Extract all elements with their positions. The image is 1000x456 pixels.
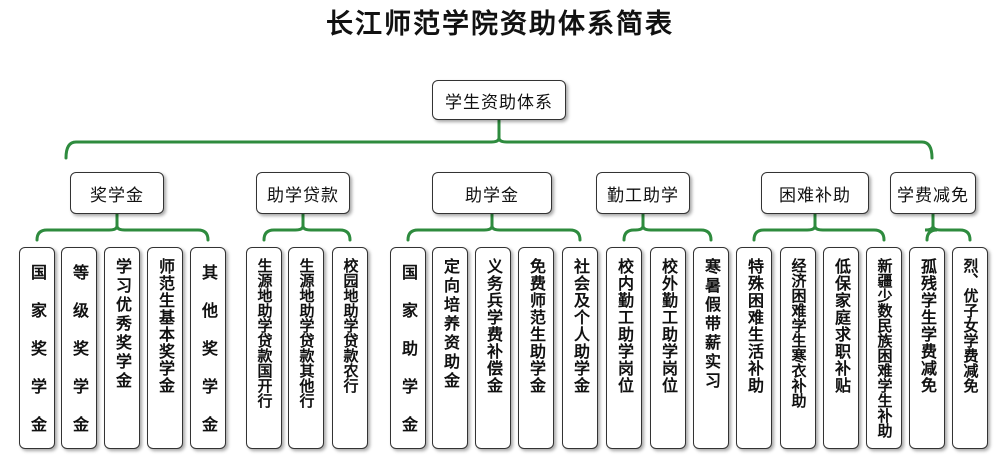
leaf-label: 学习优秀奖学金 [113,258,132,391]
category-label: 助学金 [465,185,519,206]
leaf-label: 校外勤工助学岗位 [659,258,678,394]
leaf-node[interactable]: 社会及个人助学金 [562,247,598,449]
leaf-label: 师范生基本奖学金 [156,258,175,394]
leaf-node[interactable]: 定向培养资助金 [432,247,468,449]
leaf-node[interactable]: 寒暑假带薪实习 [693,247,729,449]
leaf-node[interactable]: 师范生基本奖学金 [147,247,183,449]
leaf-node[interactable]: 校园地助学贷款农行 [332,247,368,449]
leaf-label: 新疆少数民族困难学生补助 [875,258,894,438]
category-label: 助学贷款 [267,185,339,206]
leaf-label: 经济困难学生寒衣补助 [789,258,808,408]
leaf-label: 其他奖学金 [199,264,218,454]
leaf-label: 烈、优子女学费减免 [961,258,980,393]
leaf-node[interactable]: 国家助学金 [390,247,426,454]
leaf-label: 生源地助学贷款其他行 [297,258,316,408]
leaf-node[interactable]: 国家奖学金 [19,247,55,454]
category-node[interactable]: 困难补助 [761,172,869,214]
leaf-node[interactable]: 新疆少数民族困难学生补助 [866,247,902,449]
leaf-label: 校内勤工助学岗位 [615,258,634,394]
category-node[interactable]: 助学金 [432,172,552,214]
leaf-node[interactable]: 生源地助学贷款国开行 [246,247,282,449]
category-node[interactable]: 勤工助学 [596,172,690,214]
leaf-node[interactable]: 义务兵学费补偿金 [475,247,511,449]
category-brace [406,212,582,242]
category-label: 奖学金 [90,185,144,206]
category-label: 勤工助学 [607,185,679,206]
leaf-node[interactable]: 免费师范生助学金 [518,247,554,449]
leaf-node[interactable]: 烈、优子女学费减免 [952,247,988,449]
leaf-node[interactable]: 孤残学生学费减免 [909,247,945,449]
leaf-label: 免费师范生助学金 [527,258,546,394]
category-node[interactable]: 助学贷款 [256,172,350,214]
category-brace [35,212,210,242]
category-node[interactable]: 学费减免 [890,172,976,214]
leaf-label: 义务兵学费补偿金 [484,258,503,394]
leaf-node[interactable]: 经济困难学生寒衣补助 [780,247,816,449]
leaf-node[interactable]: 特殊困难生活补助 [736,247,772,449]
leaf-node[interactable]: 等级奖学金 [61,247,97,454]
category-node[interactable]: 奖学金 [70,172,164,214]
leaf-label: 寒暑假带薪实习 [702,258,721,391]
leaf-label: 国家奖学金 [28,264,47,454]
leaf-label: 国家助学金 [399,264,418,454]
leaf-label: 孤残学生学费减免 [918,258,937,394]
category-label: 学费减免 [897,185,969,206]
root-node[interactable]: 学生资助体系 [432,80,566,120]
leaf-node[interactable]: 校内勤工助学岗位 [606,247,642,449]
category-brace [262,212,352,242]
leaf-label: 生源地助学贷款国开行 [255,258,274,408]
leaf-label: 特殊困难生活补助 [745,258,764,394]
leaf-label: 等级奖学金 [70,264,89,454]
category-brace [622,212,713,242]
leaf-node[interactable]: 校外勤工助学岗位 [650,247,686,449]
page-title: 长江师范学院资助体系简表 [326,9,674,40]
leaf-node[interactable]: 其他奖学金 [190,247,226,454]
root-label: 学生资助体系 [445,92,553,113]
leaf-node[interactable]: 学习优秀奖学金 [104,247,140,449]
leaf-label: 社会及个人助学金 [571,258,590,394]
leaf-node[interactable]: 低保家庭求职补贴 [823,247,859,449]
category-label: 困难补助 [779,185,851,206]
leaf-label: 校园地助学贷款农行 [341,258,360,393]
category-brace [924,212,972,242]
leaf-label: 低保家庭求职补贴 [832,258,851,394]
root-brace [64,118,934,160]
leaf-label: 定向培养资助金 [441,258,460,391]
category-brace [752,212,886,242]
leaf-node[interactable]: 生源地助学贷款其他行 [288,247,324,449]
